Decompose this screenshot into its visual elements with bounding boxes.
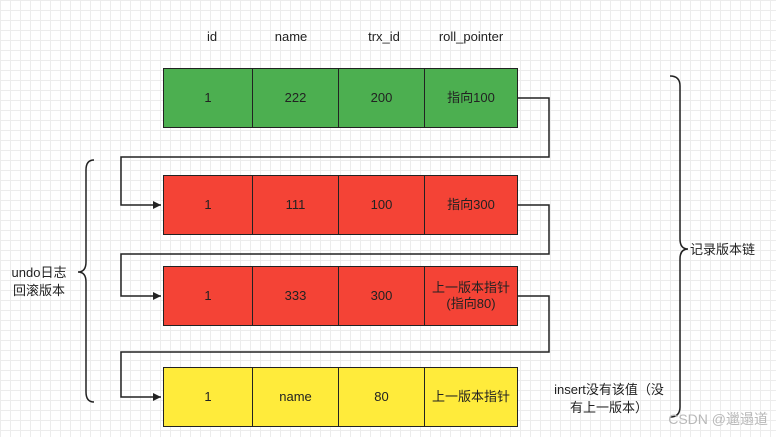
pointer-arrow-1 [120,97,550,209]
cell-name: name [253,368,339,426]
right-brace [669,75,689,418]
cell-id: 1 [164,176,253,234]
cell-roll-pointer: 指向300 [447,196,495,212]
cell-trx-id: 200 [339,69,425,127]
record-row-current: 1 222 200 指向100 [163,68,518,128]
cell-roll-pointer: 上一版本指针 [431,388,510,404]
pointer-arrow-3 [120,295,550,401]
cell-id: 1 [164,69,253,127]
cell-roll-pointer: 指向100 [447,89,495,105]
insert-note-label: insert没有该值（没 有上一版本） [554,382,664,415]
column-header-roll-pointer: roll_pointer [438,29,504,44]
cell-roll-pointer: 上一版本指针 (指向80) [431,279,510,311]
undo-record-row-1: 1 111 100 指向300 [163,175,518,235]
pointer-arrow-2 [120,204,550,300]
cell-name: 111 [253,176,339,234]
version-chain-label: 记录版本链 [690,242,756,257]
column-header-name: name [274,29,308,44]
undo-record-row-2: 1 333 300 上一版本指针 (指向80) [163,266,518,326]
cell-trx-id: 80 [339,368,425,426]
cell-trx-id: 300 [339,267,425,325]
cell-name: 333 [253,267,339,325]
cell-trx-id: 100 [339,176,425,234]
column-header-id: id [206,29,218,44]
left-brace [77,159,95,403]
watermark: CSDN @邋遢道 [668,411,768,427]
undo-record-row-3: 1 name 80 上一版本指针 [163,367,518,427]
cell-id: 1 [164,267,253,325]
column-header-trx-id: trx_id [368,29,400,44]
cell-name: 222 [253,69,339,127]
undo-log-label: undo日志 回滚版本 [11,265,67,298]
cell-id: 1 [164,368,253,426]
